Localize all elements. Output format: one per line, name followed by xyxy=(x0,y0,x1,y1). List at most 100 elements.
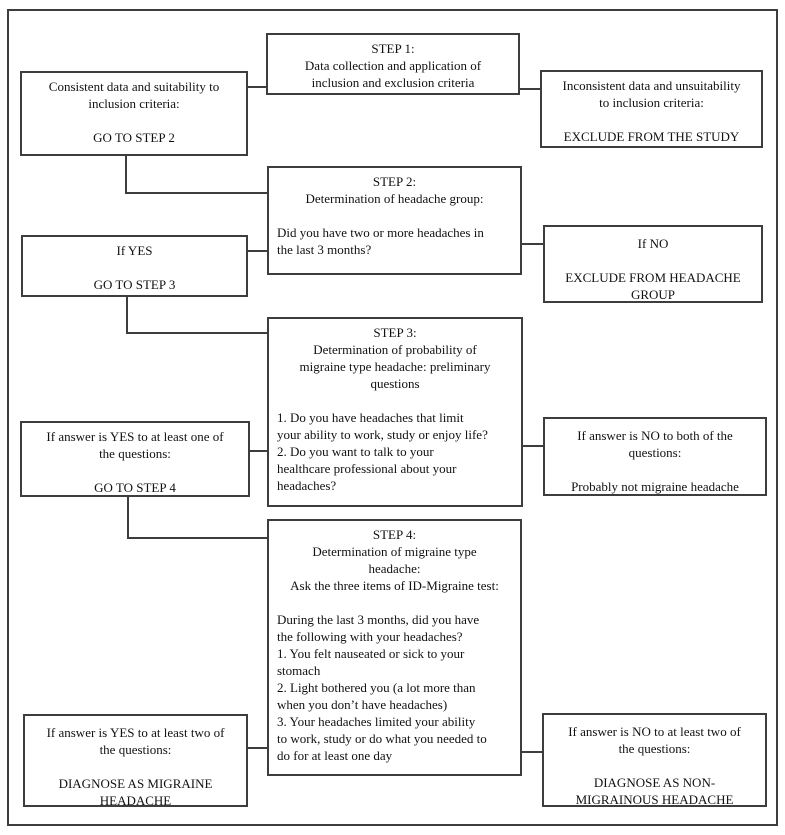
connector-step4-right4 xyxy=(520,751,544,753)
outcome-consistent-data-box: Consistent data and suitability to inclus… xyxy=(20,71,248,156)
text-line: questions: xyxy=(628,445,682,460)
text-line: do for at least one day xyxy=(277,748,393,763)
outcome-no-both-questions-box: If answer is NO to both of the questions:… xyxy=(543,417,767,496)
text-line: Consistent data and suitability to xyxy=(48,79,220,94)
text-line: questions xyxy=(370,376,420,391)
text-line: the questions: xyxy=(99,742,172,757)
text-line xyxy=(31,259,238,276)
text-line: If answer is NO to at least two of xyxy=(568,724,741,739)
step-4-title: STEP 4: Determination of migraine type hea… xyxy=(277,526,512,594)
text-line xyxy=(277,207,512,224)
connector-left1-down-vertical xyxy=(125,154,127,194)
text-line: stomach xyxy=(277,663,321,678)
connector-left2-down-to-step3 xyxy=(126,332,269,334)
text-line: healthcare professional about your xyxy=(277,461,457,476)
text-line: EXCLUDE FROM THE STUDY xyxy=(563,129,740,144)
text-line: Inconsistent data and unsuitability xyxy=(562,78,741,93)
text-line: STEP 4: xyxy=(372,527,417,542)
connector-left1-down-to-step2 xyxy=(125,192,269,194)
outcome-no-both-questions-text: If answer is NO to both of the questions:… xyxy=(553,427,757,495)
text-line: If NO xyxy=(637,236,669,251)
text-line: 1. You felt nauseated or sick to your xyxy=(277,646,465,661)
step-2-question: Did you have two or more headaches in the… xyxy=(277,207,512,258)
outcome-diagnose-migraine-text: If answer is YES to at least two of the q… xyxy=(33,724,238,809)
outcome-yes-one-question-box: If answer is YES to at least one of the q… xyxy=(20,421,250,497)
text-line: If answer is YES to at least two of xyxy=(46,725,225,740)
step-1-text: STEP 1:Data collection and application o… xyxy=(276,40,510,91)
text-line: If answer is NO to both of the xyxy=(577,428,733,443)
text-line: your ability to work, study or enjoy lif… xyxy=(277,427,488,442)
text-line: inclusion criteria: xyxy=(88,96,180,111)
text-line: Ask the three items of ID-Migraine test: xyxy=(290,578,499,593)
outcome-if-yes-step3-text: If YES GO TO STEP 3 xyxy=(31,242,238,293)
text-line: to work, study or do what you needed to xyxy=(277,731,487,746)
step-2-title: STEP 2: Determination of headache group: xyxy=(277,173,512,207)
text-line: Probably not migraine headache xyxy=(571,479,739,494)
step-3-questions: 1. Do you have headaches that limit your … xyxy=(277,392,513,494)
connector-step3-right3 xyxy=(521,445,545,447)
text-line: headaches? xyxy=(277,478,337,493)
text-line: when you don’t have headaches) xyxy=(277,697,448,712)
text-line: If YES xyxy=(116,243,153,258)
text-line: During the last 3 months, did you have xyxy=(277,612,480,627)
text-line: DIAGNOSE AS NON- xyxy=(593,775,716,790)
text-line: GROUP xyxy=(630,287,676,302)
outcome-inconsistent-data-box: Inconsistent data and unsuitability to in… xyxy=(540,70,763,148)
text-line: the questions: xyxy=(99,446,171,461)
text-line: MIGRAINOUS HEADACHE xyxy=(575,792,734,807)
text-line: Determination of probability of xyxy=(313,342,477,357)
connector-left2-step2 xyxy=(246,250,269,252)
step-4-box: STEP 4: Determination of migraine type hea… xyxy=(267,519,522,776)
connector-step2-right2 xyxy=(520,243,545,245)
connector-step1-right1 xyxy=(518,88,542,90)
outcome-if-yes-step3-box: If YES GO TO STEP 3 xyxy=(21,235,248,297)
step-4-questions: During the last 3 months, did you have th… xyxy=(277,594,512,764)
text-line: the last 3 months? xyxy=(277,242,372,257)
connector-left2-down-vertical xyxy=(126,295,128,334)
text-line: If answer is YES to at least one of xyxy=(46,429,224,444)
text-line xyxy=(553,461,757,478)
text-line xyxy=(552,757,757,774)
text-line xyxy=(30,462,240,479)
text-line: headache: xyxy=(368,561,421,576)
outcome-yes-one-question-text: If answer is YES to at least one of the q… xyxy=(30,428,240,496)
text-line: STEP 2: xyxy=(372,174,417,189)
text-line: GO TO STEP 2 xyxy=(93,130,175,145)
outcome-consistent-data-text: Consistent data and suitability to inclus… xyxy=(30,78,238,146)
text-line: the following with your headaches? xyxy=(277,629,463,644)
outcome-diagnose-non-migrainous-box: If answer is NO to at least two of the qu… xyxy=(542,713,767,807)
outcome-inconsistent-data-text: Inconsistent data and unsuitability to in… xyxy=(550,77,753,145)
text-line: Determination of migraine type xyxy=(312,544,477,559)
text-line: Determination of headache group: xyxy=(305,191,484,206)
text-line xyxy=(33,758,238,775)
text-line xyxy=(550,111,753,128)
text-line: 1. Do you have headaches that limit xyxy=(277,410,464,425)
connector-left3-step3 xyxy=(248,450,269,452)
step-1-box: STEP 1:Data collection and application o… xyxy=(266,33,520,95)
text-line: DIAGNOSE AS MIGRAINE xyxy=(58,776,213,791)
step-2-box: STEP 2:Determination of headache group: … xyxy=(267,166,522,275)
outcome-diagnose-non-migrainous-text: If answer is NO to at least two of the qu… xyxy=(552,723,757,808)
text-line: 3. Your headaches limited your ability xyxy=(277,714,476,729)
text-line xyxy=(277,392,513,409)
outcome-diagnose-migraine-box: If answer is YES to at least two of the q… xyxy=(23,714,248,809)
connector-left3-down-vertical xyxy=(127,495,129,539)
text-line: the questions: xyxy=(618,741,691,756)
text-line xyxy=(277,594,512,611)
text-line: to inclusion criteria: xyxy=(599,95,704,110)
text-line: GO TO STEP 4 xyxy=(94,480,176,495)
text-line: HEADACHE xyxy=(99,793,172,808)
connector-left4-step4 xyxy=(246,747,269,749)
text-line: 2. Do you want to talk to your xyxy=(277,444,434,459)
outer-frame xyxy=(7,9,778,826)
connector-left1-step1 xyxy=(248,86,268,88)
text-line xyxy=(553,252,753,269)
connector-left3-down-to-step4 xyxy=(127,537,269,539)
text-line: Did you have two or more headaches in xyxy=(277,225,484,240)
text-line xyxy=(30,112,238,129)
text-line: STEP 1: xyxy=(371,41,415,56)
